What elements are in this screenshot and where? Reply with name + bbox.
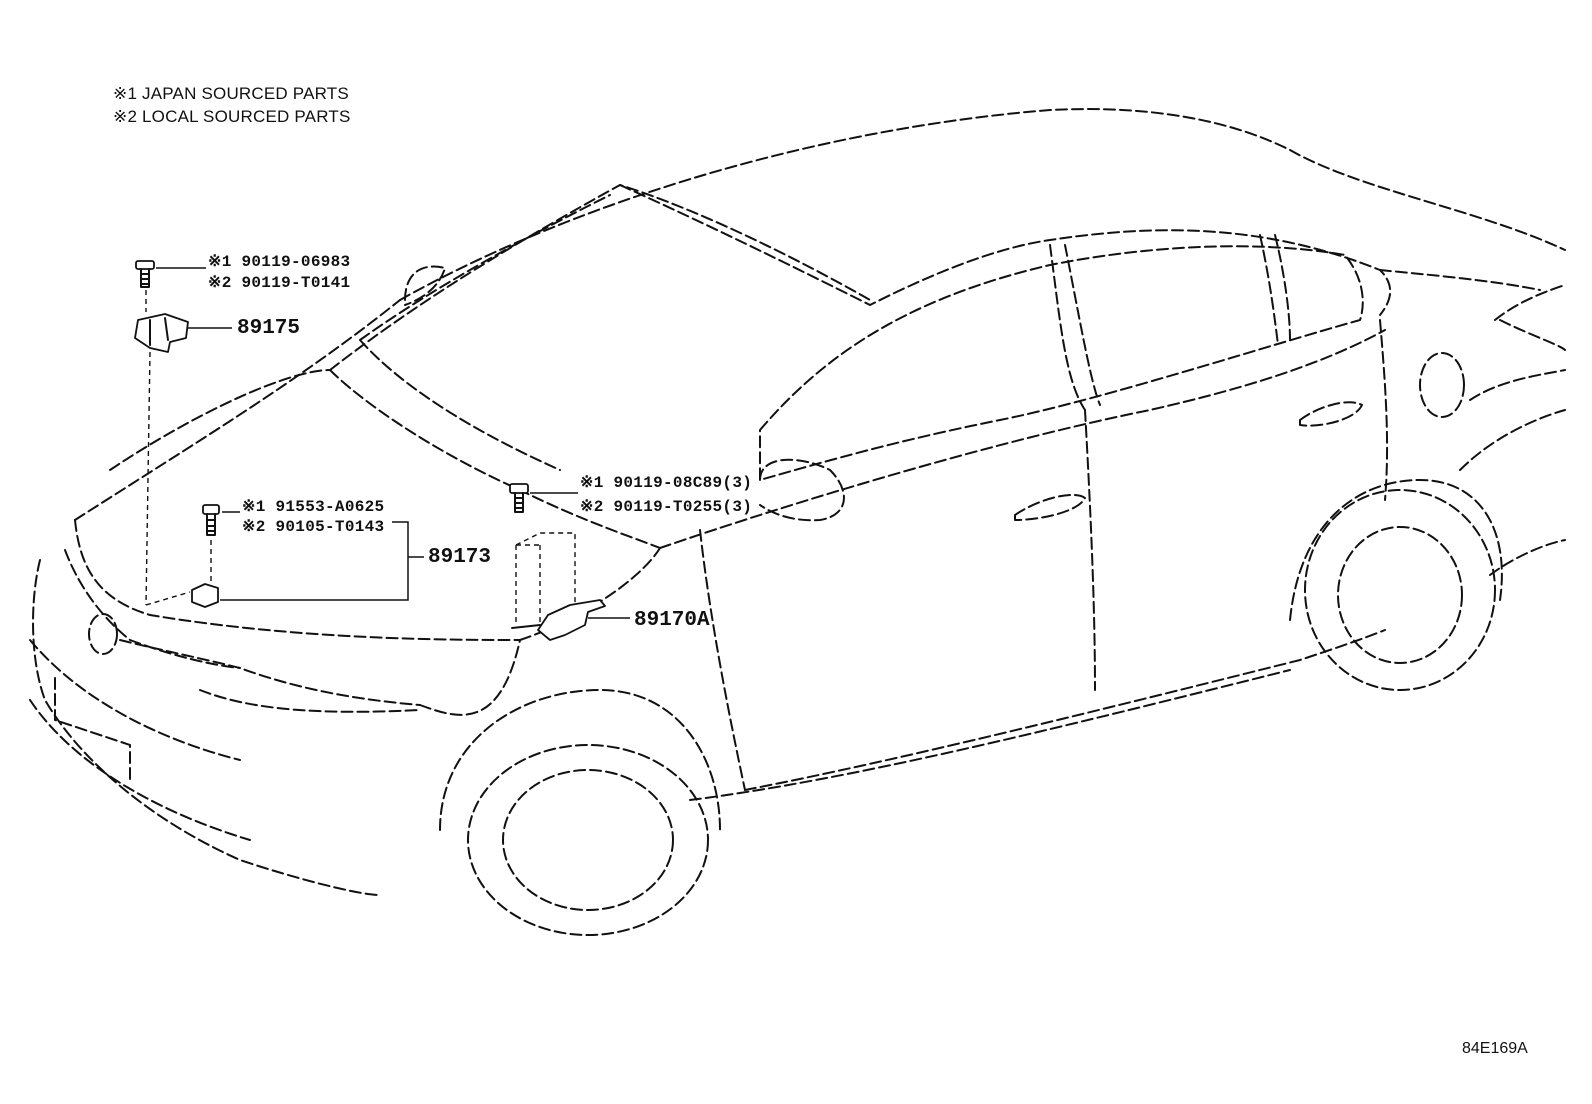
legend-local-sourced: ※2 LOCAL SOURCED PARTS [113, 107, 351, 126]
part-89170A-icon [511, 599, 606, 641]
rear-wheel-arch [1289, 479, 1503, 621]
callout-bolt-right-japan: ※1 90119-08C89(3) [580, 474, 753, 492]
legend-japan-sourced: ※1 JAPAN SOURCED PARTS [113, 84, 349, 103]
bolt-right-icon [509, 483, 529, 513]
diagram-code: 84E169A [1462, 1040, 1528, 1057]
rear-tire [1304, 489, 1496, 691]
rear-tire-inner [1337, 526, 1463, 664]
part-89175-icon [134, 313, 189, 353]
front-wheel-arch [439, 689, 721, 831]
front-fender [419, 639, 521, 716]
callout-bolt-mid-japan: ※1 91553-A0625 [242, 498, 385, 516]
rear-quarter [1459, 369, 1566, 576]
rear-door-edge [1379, 319, 1389, 501]
rear-door-handle [1299, 401, 1363, 427]
grille-upper [64, 549, 241, 669]
headlamp [119, 639, 421, 706]
washer-nozzle [404, 265, 446, 306]
trunk-line [1379, 269, 1566, 351]
bumper-upper [29, 639, 241, 761]
callout-part-89175: 89175 [237, 317, 301, 340]
part-89173-icon [191, 583, 219, 608]
headlamp-lower [199, 689, 421, 713]
front-door-edge [699, 529, 746, 791]
fuel-lid [1419, 352, 1465, 418]
callout-bolt-top-local: ※2 90119-T0141 [208, 274, 351, 292]
front-fascia [32, 559, 381, 896]
side-window-frame [759, 245, 1364, 481]
sill [744, 629, 1386, 791]
windshield-inner [359, 194, 611, 471]
roof-line [399, 108, 1566, 301]
a-pillar [619, 184, 1392, 316]
hood-front [74, 299, 401, 521]
callout-part-89170A: 89170A [634, 609, 710, 632]
callout-bolt-right-local: ※2 90119-T0255(3) [580, 498, 753, 516]
lower-grille [54, 677, 131, 781]
front-door-handle [1014, 493, 1086, 521]
b-pillar [1049, 244, 1101, 411]
callout-bolt-mid-local: ※2 90105-T0143 [242, 518, 385, 536]
rear-window [1259, 234, 1291, 346]
emblem [88, 613, 118, 655]
bolt-top-icon [135, 260, 155, 288]
callout-part-89173: 89173 [428, 546, 492, 569]
hood-crease [109, 369, 331, 471]
callout-bolt-top-japan: ※1 90119-06983 [208, 253, 351, 271]
front-tire-inner [502, 769, 674, 911]
side-mirror [759, 458, 845, 522]
bumper-lower [29, 699, 251, 841]
front-tire [467, 744, 709, 936]
bolt-mid-icon [202, 504, 220, 536]
door-seam [1084, 409, 1096, 691]
hood-edge [74, 519, 521, 641]
lower-body [689, 669, 1291, 801]
beltline [659, 329, 1386, 549]
